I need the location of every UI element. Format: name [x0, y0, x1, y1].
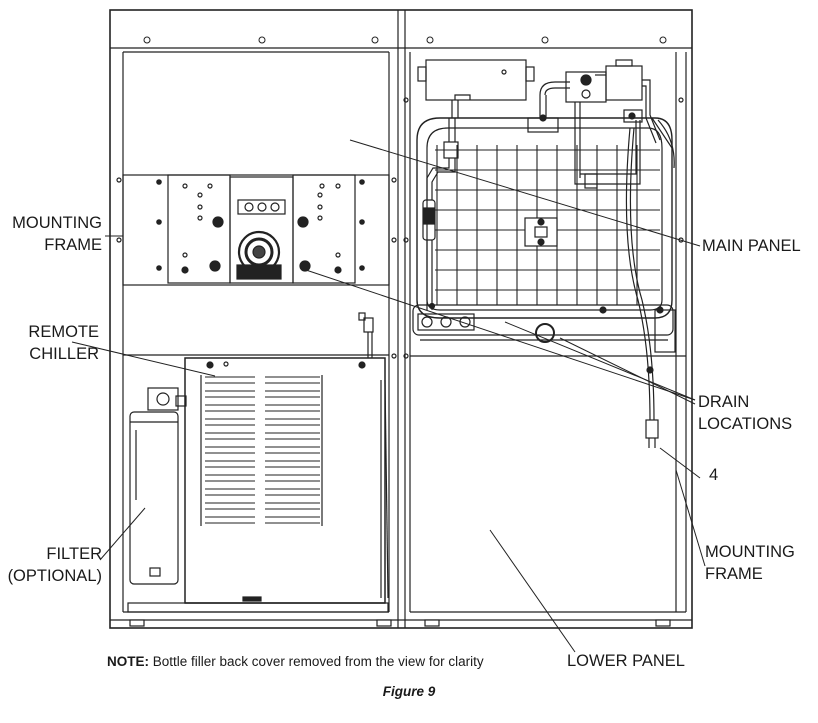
main-panel-reservoir	[412, 117, 676, 353]
label-line: MOUNTING	[705, 543, 795, 561]
drain-port	[535, 323, 555, 343]
note-text: Bottle filler back cover removed from th…	[152, 654, 484, 669]
drain-fitting-1	[421, 316, 433, 328]
leader-lines	[71, 139, 706, 653]
label-line: CHILLER	[29, 345, 99, 363]
top-mounting-holes	[143, 36, 667, 44]
label-drain-locations: DRAIN LOCATIONS	[698, 391, 792, 435]
label-line: LOCATIONS	[698, 415, 793, 433]
label-line: FRAME	[44, 236, 102, 254]
label-mounting-frame-right: MOUNTING FRAME	[705, 541, 795, 585]
louver-left	[205, 376, 255, 524]
label-filter: FILTER (OPTIONAL)	[0, 543, 102, 587]
right-mounting-frame	[403, 52, 687, 613]
figure-caption: Figure 9	[382, 684, 436, 699]
filter-cartridge	[129, 387, 187, 585]
label-line: FRAME	[705, 565, 763, 583]
electrical-box	[425, 59, 527, 101]
label-line: FILTER	[46, 545, 102, 563]
label-callout-4: 4	[709, 466, 719, 484]
drain-fitting-3	[459, 316, 471, 328]
remote-chiller	[127, 312, 389, 613]
label-lower-panel: LOWER PANEL	[567, 652, 685, 670]
louver-right	[265, 376, 320, 524]
figure-note: NOTE: Bottle filler back cover removed f…	[107, 654, 484, 669]
label-main-panel: MAIN PANEL	[702, 237, 801, 255]
label-line: DRAIN	[698, 393, 750, 411]
label-remote-chiller: REMOTE CHILLER	[0, 321, 99, 365]
note-prefix: NOTE:	[107, 654, 149, 669]
label-mounting-frame-left: MOUNTING FRAME	[0, 212, 102, 256]
plumbing	[417, 59, 661, 448]
label-line: REMOTE	[28, 323, 99, 341]
left-mounting-frame	[116, 51, 397, 613]
label-line: MOUNTING	[12, 214, 102, 232]
control-plate	[156, 174, 365, 284]
cabinet-outline	[109, 9, 693, 629]
label-line: (OPTIONAL)	[7, 567, 102, 585]
